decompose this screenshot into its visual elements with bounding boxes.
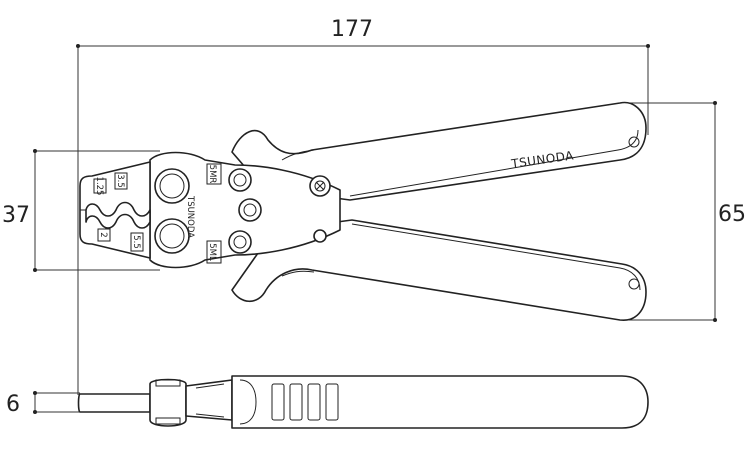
tag-5ml: 5ML: [207, 243, 217, 261]
crimp-die: [85, 201, 151, 229]
handle-span-label: 65: [718, 202, 746, 227]
marking-5-5: 5.5: [131, 235, 141, 249]
thickness-label: 6: [6, 392, 20, 417]
side-handle-grip: [231, 375, 649, 429]
tool-top-view: TSUNODA 1.25 3.5 2 5.5 TSUNODA: [79, 101, 647, 321]
jaw-markings: 1.25 3.5 2 5.5: [93, 172, 144, 252]
jaw-height-label: 37: [2, 203, 30, 228]
dimension-overall-length: 177: [76, 17, 650, 395]
dimension-handle-span: 65: [620, 101, 746, 322]
overall-length-label: 177: [331, 17, 373, 42]
dimension-thickness: 6: [6, 391, 80, 417]
tag-5mr: 5MR: [207, 165, 217, 184]
head-brand-text: TSUNODA: [185, 195, 195, 238]
marking-1-25: 1.25: [94, 177, 104, 196]
tool-side-view: [77, 375, 649, 429]
marking-3-5: 3.5: [115, 174, 125, 188]
marking-2: 2: [98, 232, 108, 237]
rivets: [228, 168, 331, 254]
dimension-jaw-height: 37: [2, 149, 160, 272]
